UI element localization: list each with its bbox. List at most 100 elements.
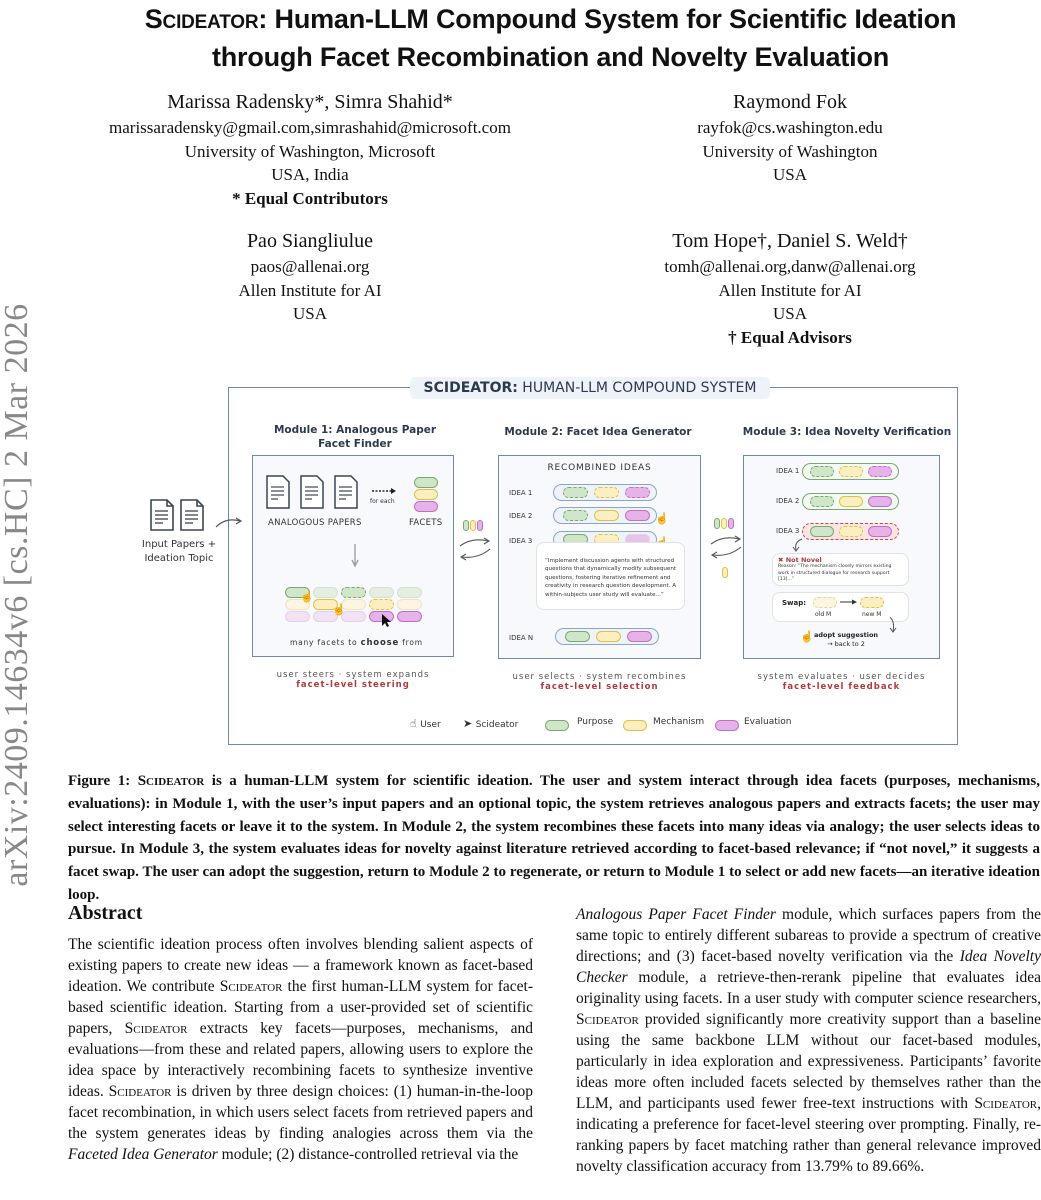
- idea-evaluation-pill: [868, 526, 892, 537]
- input-label-line1: Input Papers +: [141, 539, 217, 550]
- for-each-arrow-icon: [372, 488, 396, 494]
- abstract-column-right: Analogous Paper Facet Finder module, whi…: [576, 904, 1041, 1177]
- facet-purpose-pill: [414, 477, 438, 488]
- module3-sub: system evaluates · user decides: [757, 672, 926, 682]
- facet-pill[interactable]: [313, 611, 338, 622]
- idea-label: IDEA 3: [509, 537, 533, 545]
- legend-evaluation-swatch: [715, 720, 739, 731]
- idea-label: IDEA 2: [509, 512, 533, 520]
- legend-user: ☝ User: [410, 717, 441, 730]
- abstract-system: Scideator: [108, 1083, 172, 1100]
- abstract-text: module, which surfaces papers from the s…: [576, 906, 1041, 965]
- author-block-1: Marissa Radensky*, Simra Shahid* marissa…: [70, 89, 550, 210]
- facet-pill[interactable]: [285, 611, 310, 622]
- module1-title-line2: Facet Finder: [318, 438, 392, 450]
- author-names: Raymond Fok: [733, 91, 847, 113]
- abstract-text: The scientific ideation process often in…: [68, 936, 533, 995]
- idea-mechanism-pill: [839, 496, 863, 507]
- abstract-italic: Idea Novelty Checker: [576, 948, 1041, 986]
- author-note: * Equal Contributors: [232, 188, 388, 208]
- legend-purpose: Purpose: [577, 717, 614, 727]
- user-hand-icon: ☝: [655, 513, 669, 525]
- abstract-system: Scideator: [219, 978, 283, 995]
- facet-pill[interactable]: [341, 611, 366, 622]
- legend-evaluation: Evaluation: [744, 717, 792, 727]
- scideator-cursor-icon: ➤: [463, 717, 476, 730]
- caption-label: Figure 1:: [68, 773, 138, 789]
- abstract-text: extracts key facets—purposes, mechanisms…: [68, 1020, 533, 1100]
- idea-purpose-pill: [563, 487, 588, 498]
- abstract-system: Scideator: [974, 1095, 1038, 1112]
- legend-mechanism-swatch: [623, 720, 647, 731]
- input-label-line2: Ideation Topic: [144, 553, 214, 564]
- author-affiliation: Allen Institute for AI: [238, 280, 382, 300]
- module2-sub: user selects · system recombines: [512, 672, 687, 682]
- idea-mechanism-pill: [594, 487, 619, 498]
- idea-label: IDEA 1: [509, 489, 533, 497]
- legend-user-label: User: [420, 720, 441, 730]
- idea-evaluation-pill: [868, 466, 892, 477]
- facet-pill[interactable]: [369, 587, 394, 598]
- facet-pill[interactable]: [397, 611, 422, 622]
- choose-caption: many facets to choose from: [290, 638, 423, 648]
- abstract-text: the first human-LLM system for facet-bas…: [68, 978, 533, 1037]
- abstract-text: , indicating a preference for facet-leve…: [576, 1095, 1041, 1175]
- module2-title: Module 2: Facet Idea Generator: [504, 426, 692, 438]
- legend-scideator: ➤ Scideator: [463, 717, 518, 730]
- x-icon: ✖: [778, 556, 786, 564]
- figure-header-rest: HUMAN-LLM COMPOUND SYSTEM: [517, 380, 757, 396]
- idea-label: IDEA 1: [776, 467, 800, 475]
- author-country: USA, India: [271, 165, 349, 184]
- swap-arrow-icon: [840, 599, 857, 605]
- author-country: USA: [292, 304, 327, 323]
- not-novel-reason: Reason: “The mechanism closely mirrors e…: [778, 564, 892, 583]
- facet-pill-selected[interactable]: [285, 587, 310, 598]
- facet-pill[interactable]: [285, 599, 310, 610]
- mini-purpose-pill: [714, 518, 720, 529]
- abstract-italic: Faceted Idea Generator: [68, 1146, 218, 1163]
- title-system-name: Scideator: [144, 4, 259, 34]
- choose-pre: many facets to: [290, 638, 361, 647]
- analogous-papers-label: ANALOGOUS PAPERS: [268, 518, 362, 528]
- module1-title: Module 1: Analogous Paper Facet Finder: [255, 423, 455, 451]
- facet-pill[interactable]: [313, 587, 338, 598]
- down-arrow-icon: [351, 544, 359, 568]
- facet-pill[interactable]: [397, 599, 422, 610]
- abstract-text: module; (2) distance-controlled retrieva…: [217, 1146, 519, 1163]
- input-arrow-icon: [215, 517, 243, 528]
- mini-evaluation-pill: [477, 520, 483, 531]
- author-names: Marissa Radensky*, Simra Shahid*: [167, 91, 453, 113]
- author-country: USA: [772, 304, 807, 323]
- abstract-italic: Analogous Paper Facet Finder: [576, 906, 776, 923]
- idea-purpose-pill: [565, 631, 590, 642]
- author-affiliation: Allen Institute for AI: [718, 280, 862, 300]
- idea-evaluation-pill: [868, 496, 892, 507]
- facet-pill[interactable]: [341, 599, 366, 610]
- author-block-3: Pao Siangliulue paos@allenai.org Allen I…: [70, 228, 550, 326]
- author-affiliation: University of Washington, Microsoft: [184, 141, 436, 161]
- module2-caption: user selects · system recombines facet-l…: [498, 672, 701, 692]
- new-m-label: new M: [862, 611, 882, 618]
- idea-evaluation-pill: [625, 487, 650, 498]
- module1-red: facet-level steering: [296, 680, 410, 690]
- scideator-cursor-icon: [382, 614, 391, 627]
- facet-pill-selected[interactable]: [313, 599, 338, 610]
- facet-pill-selected[interactable]: [369, 611, 394, 622]
- idea-mechanism-pill: [839, 526, 863, 537]
- swap-box: [772, 592, 909, 622]
- user-hand-icon: ☝: [332, 604, 346, 616]
- idea-label: IDEA 3: [776, 527, 800, 535]
- facet-pill[interactable]: [397, 587, 422, 598]
- figure-header: SCIDEATOR: HUMAN-LLM COMPOUND SYSTEM: [410, 377, 770, 399]
- module1-sub: user steers · system expands: [276, 670, 430, 680]
- not-novel-box: ✖ Not Novel Reason: “The mechanism close…: [772, 553, 909, 586]
- title-line2: through Facet Recombination and Novelty …: [211, 42, 890, 72]
- facet-pill[interactable]: [341, 587, 366, 598]
- caption-system: Scideator: [137, 773, 205, 789]
- old-mechanism-pill: [813, 597, 837, 608]
- adopt-suggestion[interactable]: adopt suggestion → back to 2: [814, 631, 878, 649]
- mini-purpose-pill: [463, 520, 469, 531]
- adopt-label: adopt suggestion: [814, 631, 879, 639]
- facet-pill[interactable]: [369, 599, 394, 610]
- old-m-label: old M: [815, 611, 832, 618]
